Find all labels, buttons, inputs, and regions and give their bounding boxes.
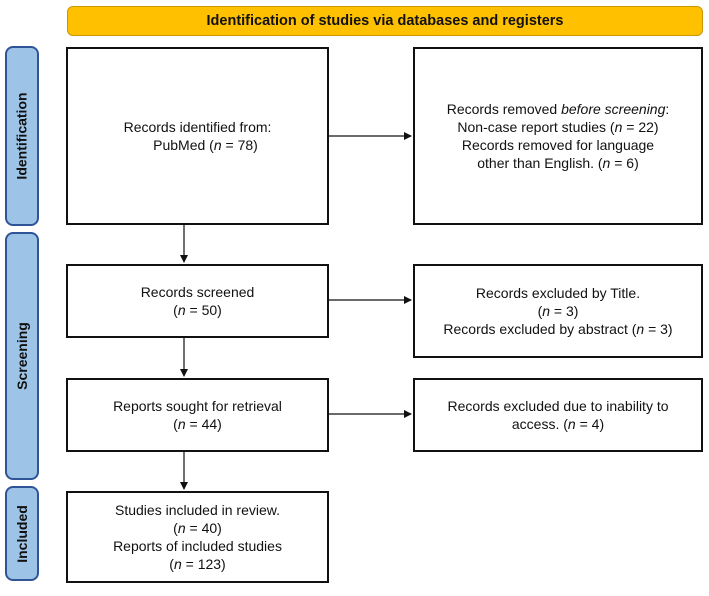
reports-sought-line1: Reports sought for retrieval — [113, 398, 282, 414]
records-screened-line1: Records screened — [140, 284, 255, 300]
studies-included-line4: (n = 123) — [169, 556, 226, 572]
reports-sought-box: Reports sought for retrieval (n = 44) — [66, 378, 329, 452]
header-title: Identification of studies via databases … — [67, 6, 703, 36]
stage-included: Included — [5, 486, 39, 581]
records-removed-box: Records removed before screening: Non-ca… — [413, 47, 703, 225]
studies-included-line3: Reports of included studies — [113, 538, 282, 554]
records-excluded-access-line2: access. (n = 4) — [511, 416, 605, 432]
studies-included-box: Studies included in review. (n = 40) Rep… — [66, 491, 329, 583]
records-removed-line3: Records removed for language — [461, 137, 655, 153]
records-removed-line2: Non-case report studies (n = 22) — [457, 119, 659, 135]
records-removed-line1: Records removed before screening: — [446, 101, 670, 117]
reports-sought-line2: (n = 44) — [173, 416, 222, 432]
records-screened-box: Records screened (n = 50) — [66, 264, 329, 338]
records-identified-line1: Records identified from: — [123, 119, 272, 135]
studies-included-line1: Studies included in review. — [115, 502, 280, 518]
records-excluded-access-line1: Records excluded due to inability to — [447, 398, 669, 414]
records-excluded-title-line2: (n = 3) — [537, 303, 579, 319]
records-excluded-access-box: Records excluded due to inability to acc… — [413, 378, 703, 452]
records-screened-line2: (n = 50) — [173, 302, 222, 318]
records-removed-line4: other than English. (n = 6) — [477, 155, 639, 171]
records-excluded-title-line1: Records excluded by Title. — [475, 285, 641, 301]
records-identified-line2: PubMed (n = 78) — [153, 137, 258, 153]
records-identified-box: Records identified from: PubMed (n = 78) — [66, 47, 329, 225]
stage-identification: Identification — [5, 46, 39, 226]
records-excluded-title-line3: Records excluded by abstract (n = 3) — [443, 321, 673, 337]
studies-included-line2: (n = 40) — [173, 520, 222, 536]
stage-screening: Screening — [5, 232, 39, 480]
records-excluded-title-box: Records excluded by Title. (n = 3) Recor… — [413, 264, 703, 358]
